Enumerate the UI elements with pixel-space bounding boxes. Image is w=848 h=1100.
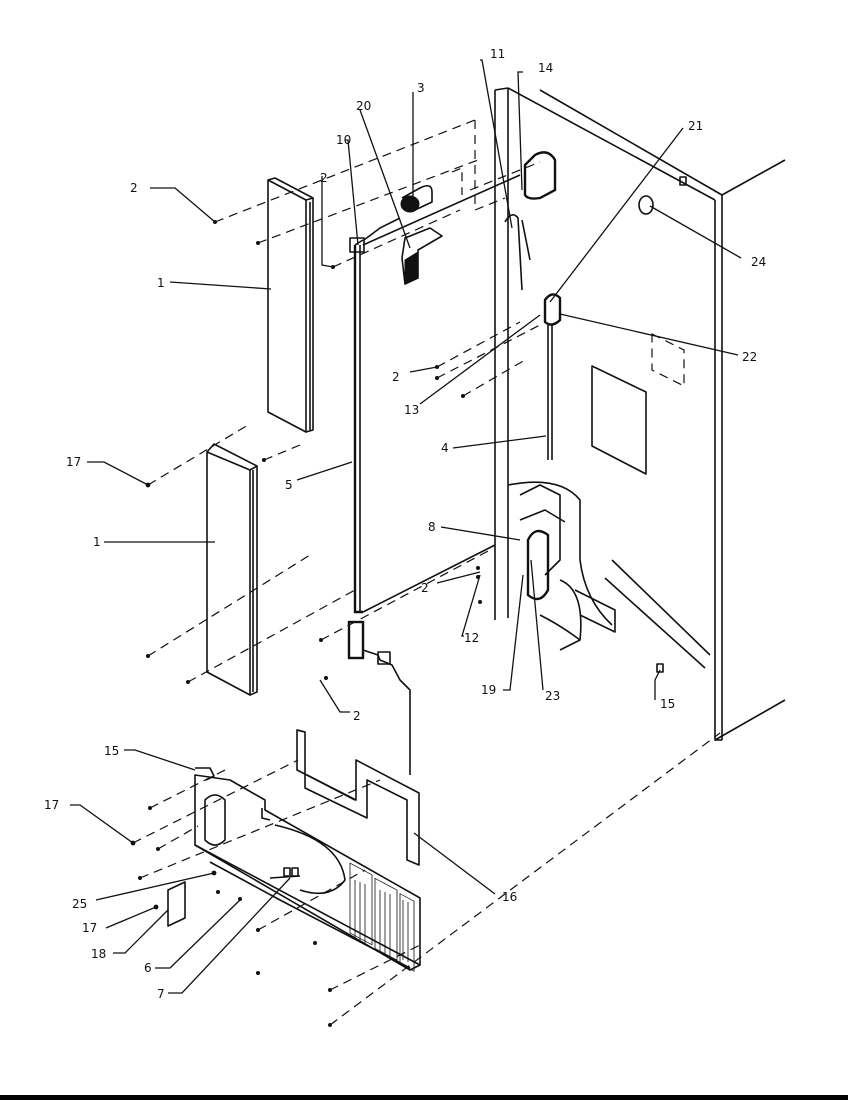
- callout-19: 19: [481, 683, 496, 697]
- callout-2: 2: [353, 709, 361, 723]
- callout-labels: 2 1 17 1 2 10 20 3 11 14 21 24 22 2 13 4…: [44, 47, 766, 1001]
- callout-10: 11: [490, 47, 505, 61]
- ventilation-grille: [349, 862, 415, 972]
- callout-23: 23: [545, 689, 560, 703]
- callout-20: 20: [356, 99, 371, 113]
- callout-7: 7: [157, 987, 165, 1001]
- callout-12: 13: [404, 403, 419, 417]
- evaporator-cover-plate: [591, 333, 685, 475]
- wire-connectors-6-7: [269, 867, 301, 879]
- lower-bracket: [347, 620, 411, 775]
- callout-17: 17: [82, 921, 97, 935]
- machine-compartment: [507, 481, 616, 651]
- callout-4: 4: [441, 441, 449, 455]
- callout-17: 17: [66, 455, 81, 469]
- cabinet-plug: [638, 176, 687, 215]
- clip-part: [656, 663, 664, 673]
- damper-assembly: [543, 293, 562, 460]
- callout-15: 15: [104, 744, 119, 758]
- callout-6: 6: [144, 961, 152, 975]
- callout-17: 17: [44, 798, 59, 812]
- callout-2: 2: [392, 370, 400, 384]
- callout-24: 24: [751, 255, 766, 269]
- callout-16: 16: [502, 890, 517, 904]
- callout-2: 2: [421, 581, 429, 595]
- thermostat-knob-b: [401, 227, 443, 285]
- callout-2: 2: [320, 171, 328, 185]
- callout-8: 8: [428, 520, 436, 534]
- bracket-15: [195, 767, 215, 781]
- alignment-dash-lines: [132, 119, 721, 1026]
- access-cover-panel: [194, 774, 421, 971]
- lower-side-panel: [206, 443, 258, 696]
- cover-plate-18: [167, 881, 186, 927]
- cabinet-body: [494, 87, 786, 741]
- control-housing: [504, 151, 557, 291]
- callout-22: 22: [742, 350, 757, 364]
- callout-21: 21: [688, 119, 703, 133]
- callout-11: 12: [464, 631, 479, 645]
- callout-1: 1: [157, 276, 165, 290]
- callout-3: 3: [417, 81, 425, 95]
- bottom-border-rule: [0, 1095, 848, 1100]
- callout-13: 14: [538, 61, 553, 75]
- duct-insulation: [296, 729, 420, 866]
- callout-1: 1: [93, 535, 101, 549]
- leader-lines: [70, 59, 742, 994]
- upper-side-panel: [267, 177, 314, 433]
- thermostat-knob-a: [400, 184, 433, 213]
- callout-2: 2: [130, 181, 138, 195]
- callout-14: 15: [660, 697, 675, 711]
- callout-18: 18: [91, 947, 106, 961]
- rear-panel: [353, 174, 521, 614]
- callout-9: 10: [336, 133, 351, 147]
- callout-25: 25: [72, 897, 87, 911]
- callout-5: 5: [285, 478, 293, 492]
